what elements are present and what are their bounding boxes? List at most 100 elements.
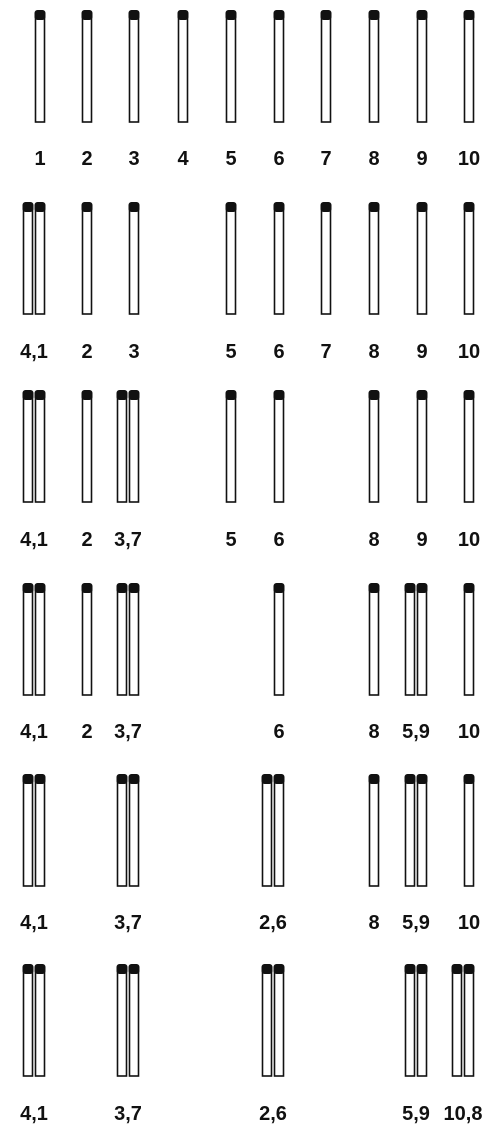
group-label: 3 — [128, 341, 139, 363]
matchstick-right — [417, 774, 428, 886]
matchstick — [417, 202, 428, 314]
matchstick — [82, 10, 93, 122]
group-label: 10 — [458, 912, 480, 934]
stick-head — [417, 774, 428, 784]
stick-body — [227, 394, 236, 502]
stick-body — [275, 394, 284, 502]
stick-body — [36, 14, 45, 122]
matchstick — [464, 202, 475, 314]
stick-head — [226, 202, 237, 212]
group-label: 3 — [128, 148, 139, 170]
group-label: 4,1 — [20, 721, 48, 743]
stick-body — [465, 587, 474, 695]
stick-body — [406, 587, 415, 695]
stick-head — [35, 964, 46, 974]
stick-head — [464, 583, 475, 593]
matchstick-right — [35, 583, 46, 695]
stick-group: 9 — [416, 10, 427, 170]
matchstick — [274, 583, 285, 695]
group-label: 4,1 — [20, 529, 48, 551]
stick-head — [129, 583, 140, 593]
matchstick-left — [117, 774, 128, 886]
stick-body — [118, 968, 127, 1076]
group-label: 2 — [81, 529, 92, 551]
stick-group: 4,1 — [20, 774, 48, 934]
stick-group: 6 — [273, 583, 284, 743]
matchstick-left — [262, 964, 273, 1076]
matchstick — [369, 390, 380, 502]
stick-body — [36, 778, 45, 886]
group-label: 10 — [458, 529, 480, 551]
stick-group: 2 — [81, 583, 92, 743]
group-label: 10,8 — [444, 1103, 483, 1125]
matchstick-left — [23, 964, 34, 1076]
stick-body — [83, 394, 92, 502]
group-label: 4,1 — [20, 912, 48, 934]
group-label: 6 — [273, 341, 284, 363]
group-label: 8 — [368, 148, 379, 170]
stick-group: 6 — [273, 10, 284, 170]
stick-head — [464, 390, 475, 400]
group-label: 5,9 — [402, 1103, 430, 1125]
stick-group: 5 — [225, 202, 236, 363]
group-label: 6 — [273, 529, 284, 551]
matchstick — [274, 202, 285, 314]
stick-head — [23, 202, 34, 212]
group-label: 9 — [416, 529, 427, 551]
stick-head — [321, 202, 332, 212]
stick-body — [275, 14, 284, 122]
stick-head — [417, 583, 428, 593]
matchstick — [321, 10, 332, 122]
stick-body — [275, 778, 284, 886]
matchstick-right — [129, 774, 140, 886]
stick-body — [275, 587, 284, 695]
stick-head — [369, 10, 380, 20]
stick-group: 4,1 — [20, 964, 48, 1125]
group-label: 4 — [177, 148, 189, 170]
matchstick — [369, 583, 380, 695]
stick-head — [82, 10, 93, 20]
matchstick — [369, 202, 380, 314]
stick-head — [226, 390, 237, 400]
stick-group: 3,7 — [114, 390, 142, 551]
stick-head — [129, 202, 140, 212]
stick-body — [36, 394, 45, 502]
stick-head — [117, 390, 128, 400]
matchstick-left — [117, 390, 128, 502]
matchstick-right — [129, 390, 140, 502]
group-label: 2 — [81, 721, 92, 743]
stick-head — [23, 774, 34, 784]
group-label: 8 — [368, 529, 379, 551]
stick-head — [82, 390, 93, 400]
stick-body — [465, 778, 474, 886]
stick-head — [274, 583, 285, 593]
stick-body — [24, 206, 33, 314]
stick-body — [227, 206, 236, 314]
matchstick-left — [405, 583, 416, 695]
stick-head — [452, 964, 463, 974]
group-label: 3,7 — [114, 912, 142, 934]
matchstick-right — [35, 774, 46, 886]
stick-group: 3,7 — [114, 964, 142, 1125]
stick-group: 9 — [416, 202, 427, 363]
stick-head — [405, 774, 416, 784]
matchstick-right — [417, 583, 428, 695]
group-label: 10 — [458, 721, 480, 743]
matchstick — [464, 774, 475, 886]
stick-body — [130, 968, 139, 1076]
matchstick-left — [262, 774, 273, 886]
stick-body — [130, 206, 139, 314]
stick-head — [129, 10, 140, 20]
matchstick-left — [23, 583, 34, 695]
matchstick — [129, 10, 140, 122]
stick-body — [465, 968, 474, 1076]
stick-head — [464, 10, 475, 20]
matchstick-right — [129, 583, 140, 695]
group-label: 5 — [225, 529, 236, 551]
stick-body — [83, 14, 92, 122]
stick-head — [129, 964, 140, 974]
stick-head — [369, 774, 380, 784]
